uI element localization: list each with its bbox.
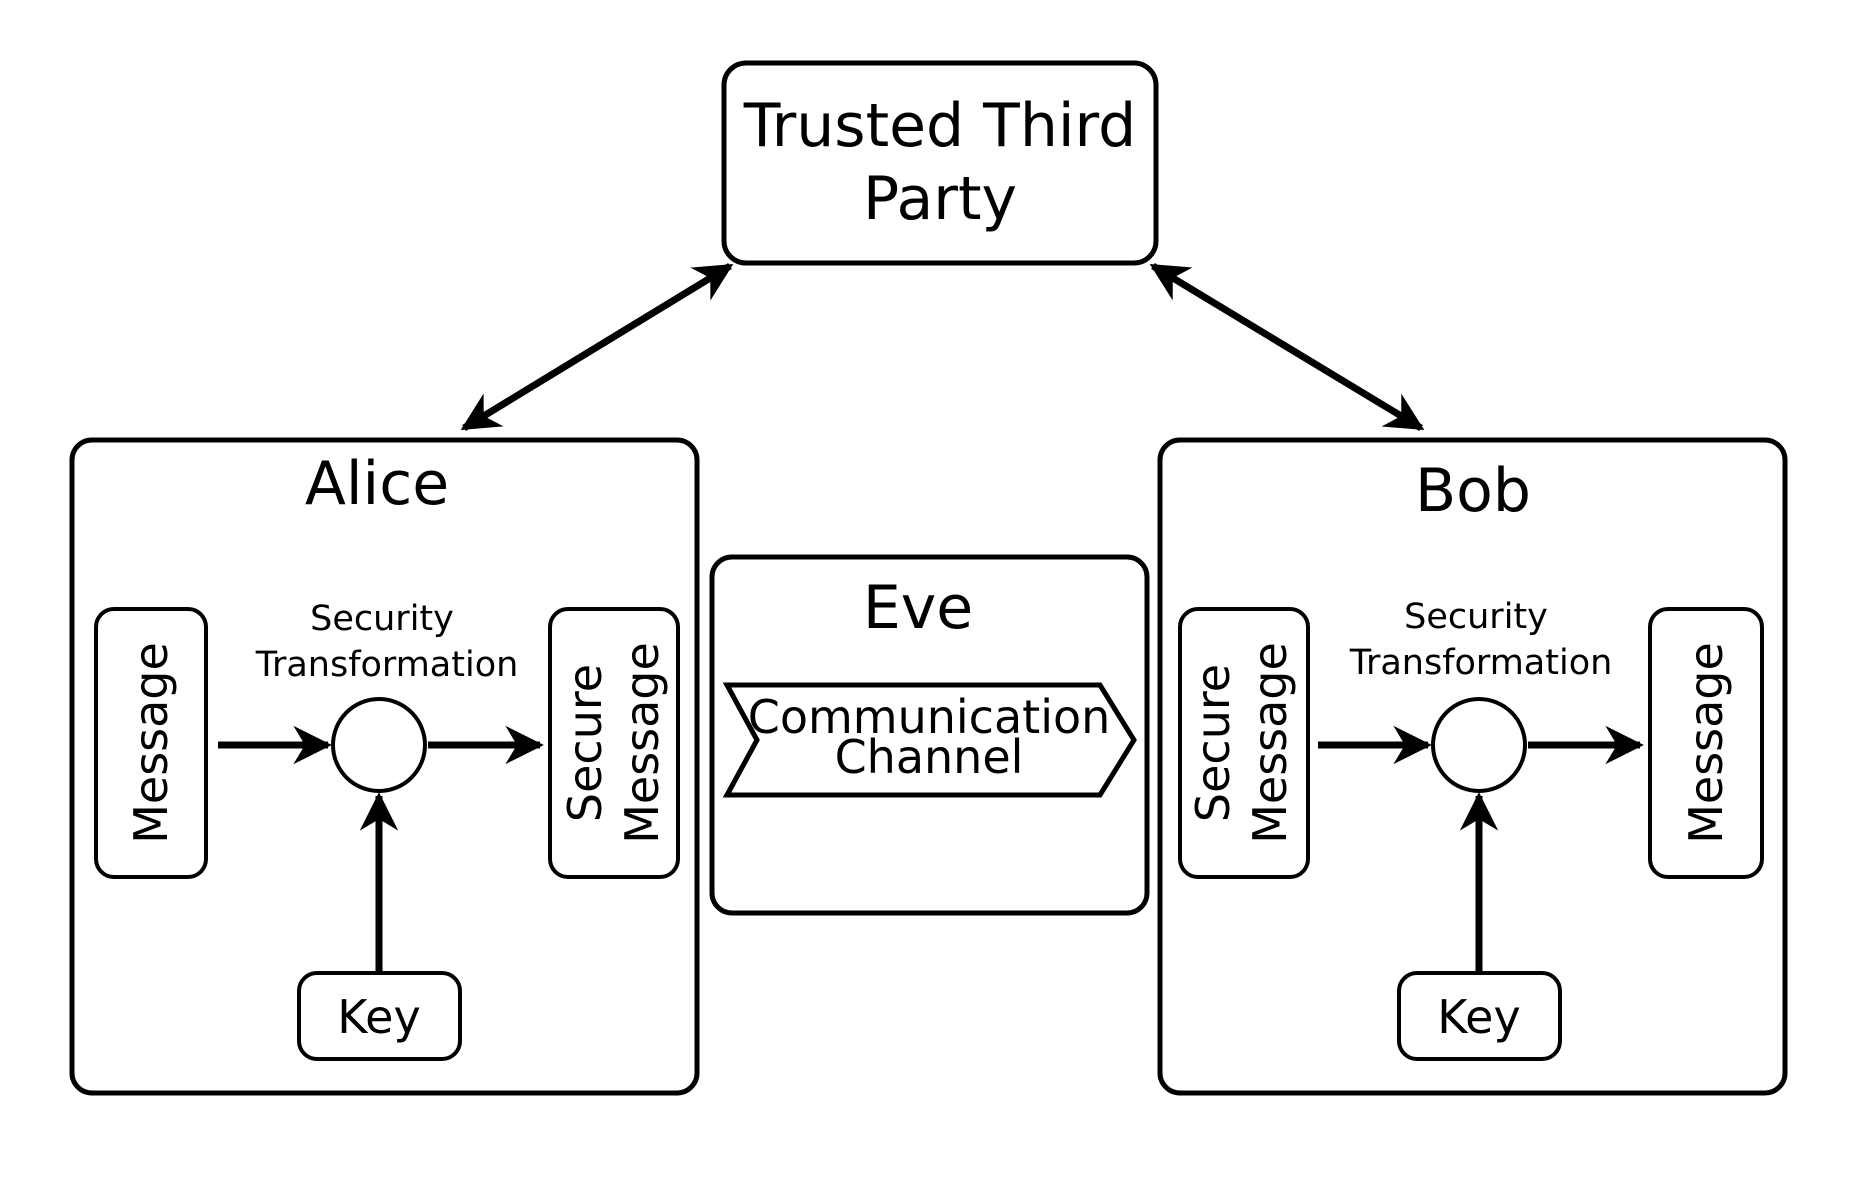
- bob-label: Bob: [1415, 456, 1531, 526]
- bob-secure-message-box: Secure Message: [1178, 607, 1310, 879]
- channel-label-line1: Communication: [748, 690, 1111, 744]
- bob-message-label: Message: [1679, 642, 1733, 844]
- alice-label: Alice: [305, 449, 449, 519]
- bob-transform-label-line2: Transformation: [1349, 643, 1613, 683]
- bob-key-label: Key: [1437, 990, 1520, 1044]
- alice-transform-label-line1: Security: [310, 599, 454, 639]
- alice-node: Alice Message Security Transformation Se…: [69, 437, 700, 1096]
- alice-key-label: Key: [337, 990, 420, 1044]
- channel-label-line2: Channel: [835, 730, 1024, 784]
- alice-message-label: Message: [124, 642, 178, 844]
- ttp-alice-arrow: [460, 263, 734, 431]
- bob-secure-label-line2: Message: [1243, 642, 1297, 844]
- trusted-third-party-node: Trusted Third Party: [721, 60, 1159, 266]
- bob-secure-label-line1: Secure: [1186, 664, 1240, 822]
- alice-secure-label-line1: Secure: [558, 664, 612, 822]
- alice-transform-label-line2: Transformation: [255, 645, 519, 685]
- bob-node: Bob Secure Message Security Transformati…: [1157, 437, 1788, 1096]
- eve-node: Eve Communication Channel: [709, 554, 1150, 916]
- bob-transform-label-line1: Security: [1404, 597, 1548, 637]
- eve-label: Eve: [863, 573, 973, 643]
- alice-message-box: Message: [94, 607, 208, 879]
- bob-transform-circle: [1431, 697, 1527, 793]
- alice-key-box: Key: [297, 971, 462, 1061]
- ttp-bob-arrow: [1149, 263, 1425, 431]
- communication-channel: Communication Channel: [722, 682, 1137, 798]
- ttp-label-line2: Party: [863, 164, 1017, 234]
- alice-transform-circle: [331, 697, 427, 793]
- alice-secure-label-line2: Message: [615, 642, 669, 844]
- bob-message-box: Message: [1648, 607, 1764, 879]
- ttp-label-line1: Trusted Third: [743, 91, 1136, 161]
- bob-key-box: Key: [1397, 971, 1562, 1061]
- alice-secure-message-box: Secure Message: [548, 607, 680, 879]
